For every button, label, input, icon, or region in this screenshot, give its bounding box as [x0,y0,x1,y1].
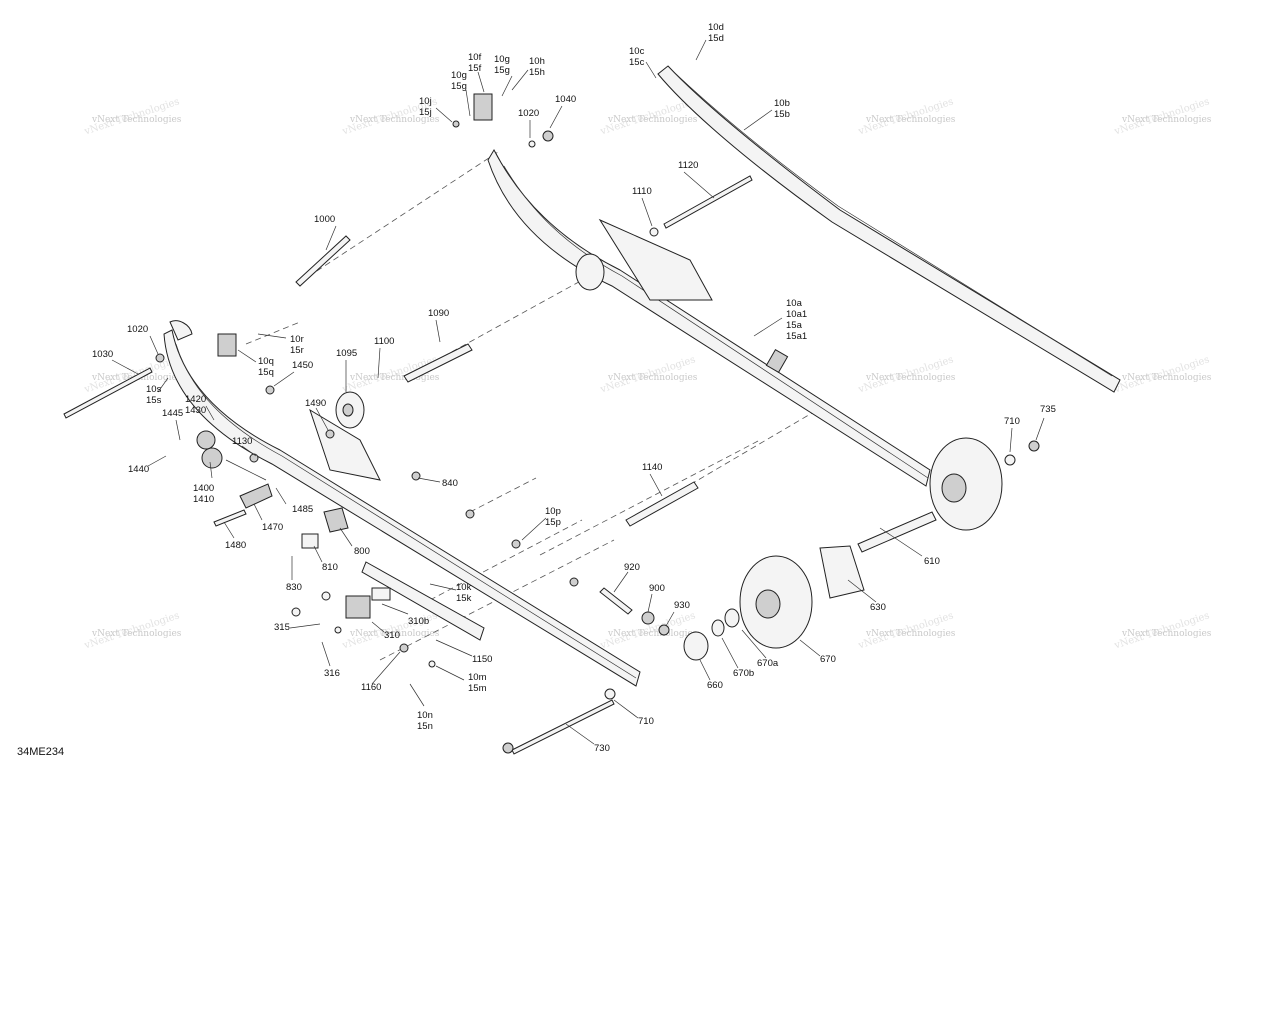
callout-1030: 1030 [92,349,113,360]
callout-1100: 1100 [374,336,394,347]
callout-1130: 1130 [232,436,252,447]
callout-830: 830 [286,582,302,593]
callout-735: 735 [1040,404,1056,415]
svg-text:vNext Technologies: vNext Technologies [607,373,698,383]
callout-810: 810 [322,562,338,573]
callout-1140: 1140 [642,462,662,473]
callout-1000: 1000 [314,214,335,225]
misc-parts [155,93,1040,754]
callout-1095: 1095 [336,348,357,359]
callout-1450: 1450 [292,360,313,371]
callout-730: 730 [594,743,610,754]
callout-1090: 1090 [428,308,449,319]
callout-660: 660 [707,680,723,691]
callout-840: 840 [442,478,458,489]
callout-670: 670 [820,654,836,665]
shafts [63,175,937,755]
svg-text:vNext Technologies: vNext Technologies [865,373,956,383]
callout-1490: 1490 [305,398,326,409]
callout-1480: 1480 [225,540,246,551]
callout-310: 310 [384,630,400,641]
svg-text:vNext Technologies: vNext Technologies [1121,115,1212,125]
callout-920: 920 [624,562,640,573]
callout-310b: 310b [408,616,429,627]
wheels [335,253,1003,661]
callout-1020-top: 1020 [518,108,539,119]
callout-1160: 1160 [361,682,381,693]
callout-610: 610 [924,556,940,567]
svg-text:vNext Technologies: vNext Technologies [91,115,182,125]
svg-text:vNext Technologies: vNext Technologies [607,629,698,639]
callout-1110: 1110 [632,186,652,197]
left-slide-rail [361,561,485,641]
callout-1445: 1445 [162,408,183,419]
callout-1470: 1470 [262,522,283,533]
figure-code: 34ME234 [17,746,64,758]
left-side-frame [163,320,641,687]
svg-text:vNext Technologies: vNext Technologies [349,115,440,125]
svg-text:vNext Technologies: vNext Technologies [865,115,956,125]
callout-1150: 1150 [472,654,492,665]
callout-1440: 1440 [128,464,149,475]
svg-text:vNext Technologies: vNext Technologies [91,629,182,639]
callout-710-right: 710 [1004,416,1020,427]
callout-1040: 1040 [555,94,576,105]
svg-text:vNext Technologies: vNext Technologies [1121,373,1212,383]
callout-315: 315 [274,622,290,633]
callout-1485: 1485 [292,504,313,515]
callout-670b: 670b [733,668,754,679]
right-slide-rail [657,65,1121,393]
svg-text:vNext Technologies: vNext Technologies [865,629,956,639]
leader-lines [111,39,1045,745]
callout-800: 800 [354,546,370,557]
callout-900: 900 [649,583,665,594]
callout-930: 930 [674,600,690,611]
callout-630: 630 [870,602,886,613]
svg-text:vNext Technologies: vNext Technologies [349,629,440,639]
callout-710-bottom: 710 [638,716,654,727]
svg-text:vNext Technologies: vNext Technologies [349,373,440,383]
callout-670a: 670a [757,658,779,669]
callout-1020-left: 1020 [127,324,148,335]
svg-text:vNext Technologies: vNext Technologies [1121,629,1212,639]
right-side-frame [487,148,931,487]
svg-text:vNext Technologies: vNext Technologies [607,115,698,125]
callout-1120: 1120 [678,160,698,171]
callout-316: 316 [324,668,340,679]
